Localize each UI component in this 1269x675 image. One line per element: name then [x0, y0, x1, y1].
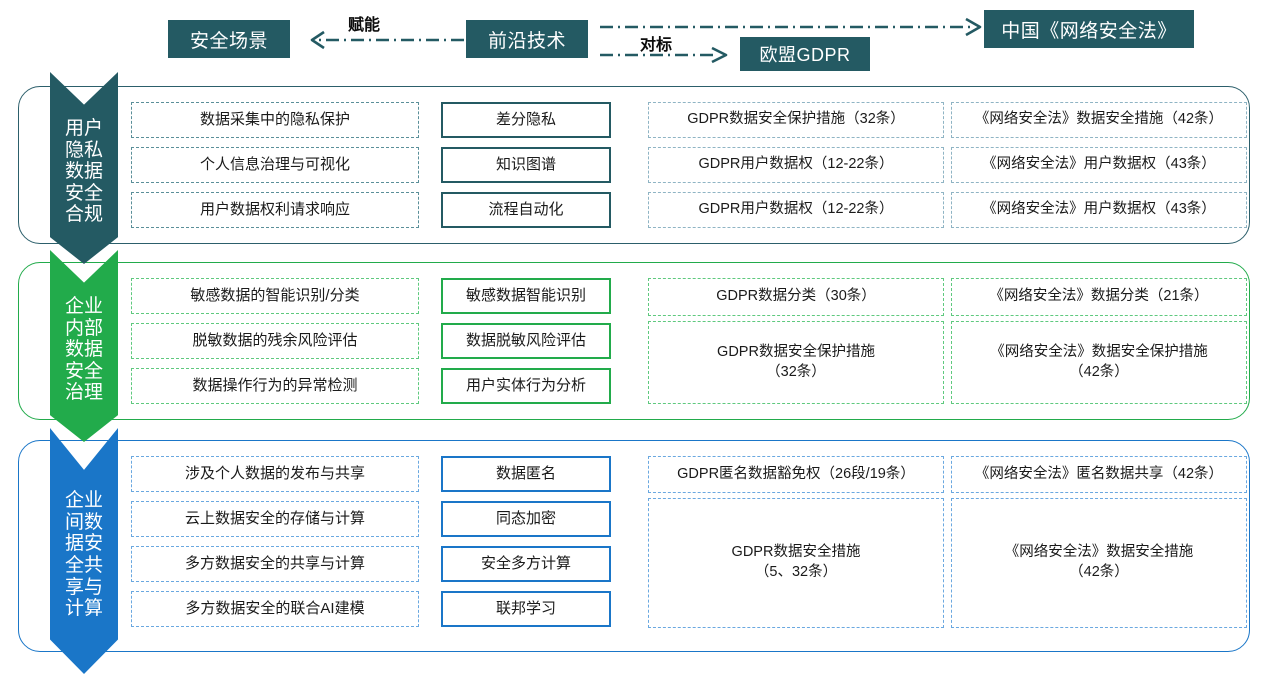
gdpr-cell[interactable]: GDPR数据安全保护措施 （32条） — [648, 321, 944, 404]
header-box-frontier-technology: 前沿技术 — [466, 20, 588, 58]
technology-cell[interactable]: 知识图谱 — [441, 147, 611, 183]
connector-label-enable: 赋能 — [348, 17, 381, 34]
technology-cell[interactable]: 同态加密 — [441, 501, 611, 537]
arrow-benchmark-china — [600, 17, 982, 37]
china-law-cell[interactable]: 《网络安全法》数据安全措施（42条） — [951, 102, 1247, 138]
header-box-china-cybersecurity-law: 中国《网络安全法》 — [984, 10, 1194, 48]
header-box-eu-gdpr: 欧盟GDPR — [740, 37, 870, 71]
scenario-cell[interactable]: 云上数据安全的存储与计算 — [131, 501, 419, 537]
technology-cell[interactable]: 数据匿名 — [441, 456, 611, 492]
china-law-cell[interactable]: 《网络安全法》用户数据权（43条） — [951, 147, 1247, 183]
ribbon-label-user-privacy: 用户隐私数据安全合规 — [64, 117, 103, 226]
technology-cell[interactable]: 差分隐私 — [441, 102, 611, 138]
technology-cell[interactable]: 安全多方计算 — [441, 546, 611, 582]
gdpr-cell[interactable]: GDPR数据分类（30条） — [648, 278, 944, 316]
scenario-cell[interactable]: 脱敏数据的残余风险评估 — [131, 323, 419, 359]
china-law-cell[interactable]: 《网络安全法》匿名数据共享（42条） — [951, 456, 1247, 493]
scenario-cell[interactable]: 多方数据安全的共享与计算 — [131, 546, 419, 582]
scenario-cell[interactable]: 敏感数据的智能识别/分类 — [131, 278, 419, 314]
gdpr-cell[interactable]: GDPR数据安全措施 （5、32条） — [648, 498, 944, 628]
arrow-enable-left — [310, 30, 464, 50]
scenario-cell[interactable]: 多方数据安全的联合AI建模 — [131, 591, 419, 627]
technology-cell[interactable]: 用户实体行为分析 — [441, 368, 611, 404]
gdpr-cell[interactable]: GDPR数据安全保护措施（32条） — [648, 102, 944, 138]
china-law-cell[interactable]: 《网络安全法》数据安全措施 （42条） — [951, 498, 1247, 628]
technology-cell[interactable]: 流程自动化 — [441, 192, 611, 228]
china-law-cell[interactable]: 《网络安全法》数据分类（21条） — [951, 278, 1247, 316]
ribbon-user-privacy: 用户隐私数据安全合规 — [50, 72, 118, 264]
technology-cell[interactable]: 数据脱敏风险评估 — [441, 323, 611, 359]
ribbon-label-inter-enterprise: 企业间数据安全共享与计算 — [64, 490, 103, 620]
scenario-cell[interactable]: 数据操作行为的异常检测 — [131, 368, 419, 404]
connector-label-benchmark: 对标 — [640, 37, 673, 54]
gdpr-cell[interactable]: GDPR用户数据权（12-22条） — [648, 192, 944, 228]
scenario-cell[interactable]: 个人信息治理与可视化 — [131, 147, 419, 183]
china-law-cell[interactable]: 《网络安全法》数据安全保护措施 （42条） — [951, 321, 1247, 404]
ribbon-label-internal-governance: 企业内部数据安全治理 — [64, 295, 103, 404]
arrow-benchmark-gdpr — [600, 46, 728, 64]
technology-cell[interactable]: 联邦学习 — [441, 591, 611, 627]
ribbon-inter-enterprise: 企业间数据安全共享与计算 — [50, 428, 118, 674]
scenario-cell[interactable]: 涉及个人数据的发布与共享 — [131, 456, 419, 492]
scenario-cell[interactable]: 用户数据权利请求响应 — [131, 192, 419, 228]
scenario-cell[interactable]: 数据采集中的隐私保护 — [131, 102, 419, 138]
china-law-cell[interactable]: 《网络安全法》用户数据权（43条） — [951, 192, 1247, 228]
header-box-security-scenario: 安全场景 — [168, 20, 290, 58]
gdpr-cell[interactable]: GDPR匿名数据豁免权（26段/19条） — [648, 456, 944, 493]
gdpr-cell[interactable]: GDPR用户数据权（12-22条） — [648, 147, 944, 183]
technology-cell[interactable]: 敏感数据智能识别 — [441, 278, 611, 314]
